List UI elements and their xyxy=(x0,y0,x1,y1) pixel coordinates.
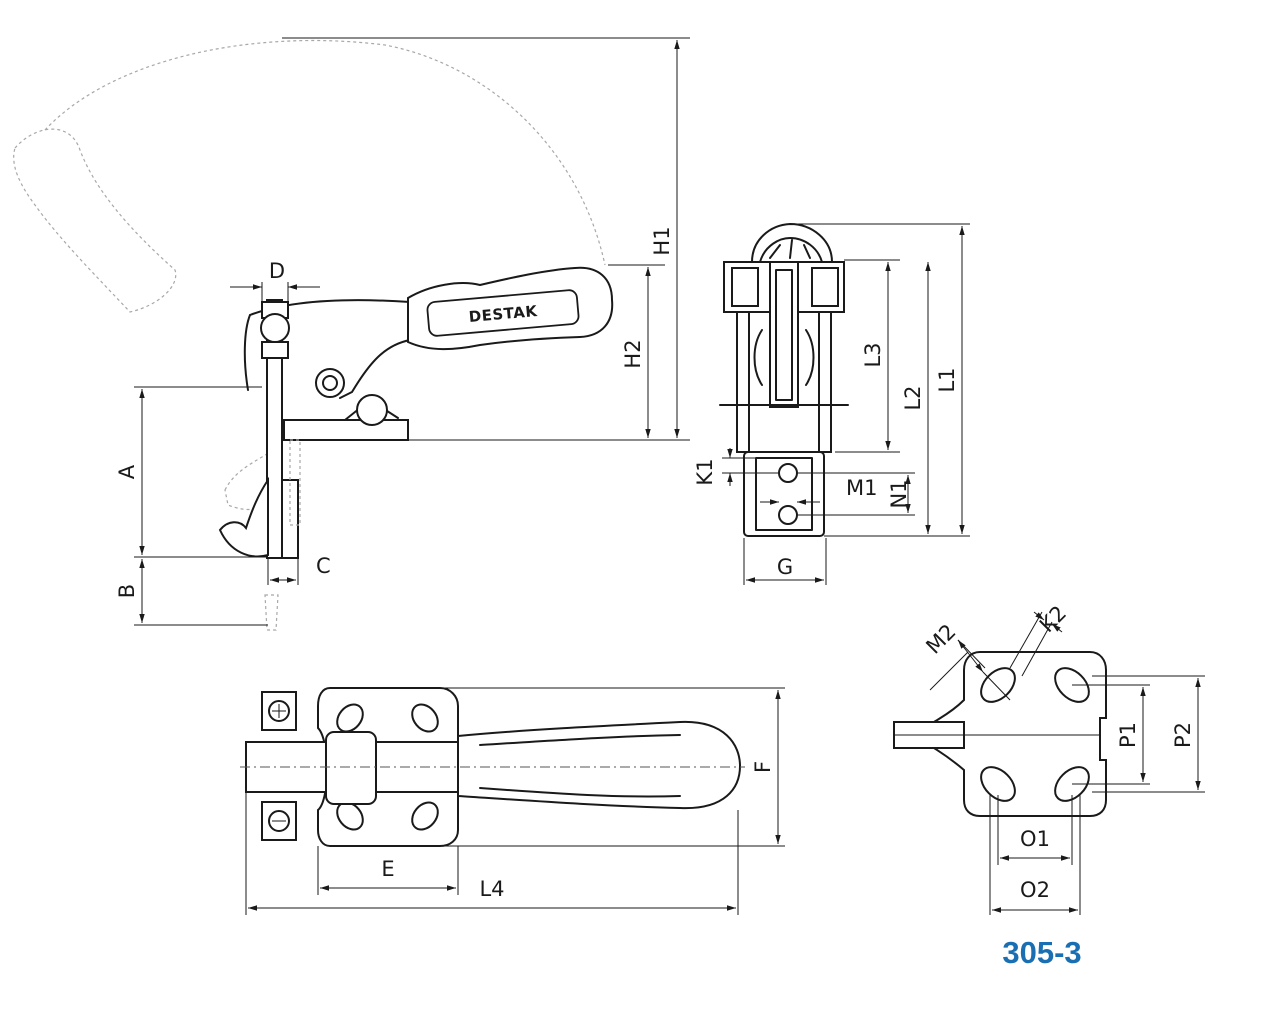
side-rod-left xyxy=(736,311,750,453)
handle-top-view xyxy=(457,720,742,810)
dim-B: B xyxy=(115,584,139,598)
dim-C: C xyxy=(316,554,331,578)
center-link-inner xyxy=(775,269,793,401)
dim-E: E xyxy=(381,857,394,881)
detail-slot-4 xyxy=(1054,766,1090,802)
slot-4 xyxy=(411,801,439,831)
screw-head-1 xyxy=(268,700,290,722)
dim-L1: L1 xyxy=(935,367,959,392)
hook-plate-inner xyxy=(755,457,813,531)
base-detail-view: P1 P2 O1 O2 M2 K2 xyxy=(893,601,1205,915)
dim-P2: P2 xyxy=(1171,722,1195,748)
dim-P1: P1 xyxy=(1116,722,1140,748)
ball-joint xyxy=(260,313,290,343)
hook xyxy=(218,476,269,558)
dim-A: A xyxy=(115,464,139,479)
nut-left xyxy=(731,267,759,307)
arm-curve xyxy=(243,314,251,391)
open-position-rod xyxy=(264,594,279,631)
open-position-hook xyxy=(224,450,271,511)
detail-slot-1 xyxy=(980,667,1016,703)
dim-L2: L2 xyxy=(901,385,925,410)
center-link xyxy=(769,261,799,408)
slot-1 xyxy=(336,703,364,733)
dim-H2: H2 xyxy=(621,339,645,368)
grip-ribs xyxy=(479,734,681,798)
detail-slot-2 xyxy=(1054,667,1090,703)
dim-O1: O1 xyxy=(1020,827,1050,851)
handle-top-inner xyxy=(759,237,823,263)
dim-M1: M1 xyxy=(846,476,877,500)
front-view: L1 L2 L3 K1 N1 M1 G xyxy=(693,223,970,585)
spring-housing xyxy=(325,731,377,805)
dim-G: G xyxy=(777,555,793,579)
dim-D: D xyxy=(269,259,285,283)
side-rod-right xyxy=(818,311,832,453)
dim-L3: L3 xyxy=(861,342,885,367)
top-view: F E L4 xyxy=(240,687,785,915)
spring-coil-inner xyxy=(322,375,338,391)
open-position-arc xyxy=(44,39,606,266)
dim-H1: H1 xyxy=(650,226,674,255)
model-code: 305-3 xyxy=(1002,935,1081,970)
brand-plate xyxy=(426,289,580,337)
plunger-rod xyxy=(266,299,283,559)
screw-head-2 xyxy=(268,810,290,832)
detail-slot-3 xyxy=(980,766,1016,802)
dim-M2: M2 xyxy=(921,619,960,658)
nut-lower xyxy=(261,341,289,359)
pivot-boss xyxy=(356,394,388,426)
base-plate xyxy=(283,419,409,441)
handle-top xyxy=(751,223,833,263)
dim-K1: K1 xyxy=(693,458,717,485)
dim-L4: L4 xyxy=(479,877,504,901)
open-position-handle xyxy=(13,128,177,313)
spring-coil xyxy=(315,368,345,398)
dim-F: F xyxy=(751,761,775,773)
dim-O2: O2 xyxy=(1020,878,1050,902)
side-view: DESTAK H1 H2 D A B C xyxy=(13,37,690,631)
dim-N1: N1 xyxy=(887,479,911,508)
slot-2 xyxy=(411,703,439,733)
springs xyxy=(753,329,815,386)
handle-ribs xyxy=(769,239,811,259)
dim-K2: K2 xyxy=(1035,601,1071,637)
nut-right xyxy=(811,267,839,307)
